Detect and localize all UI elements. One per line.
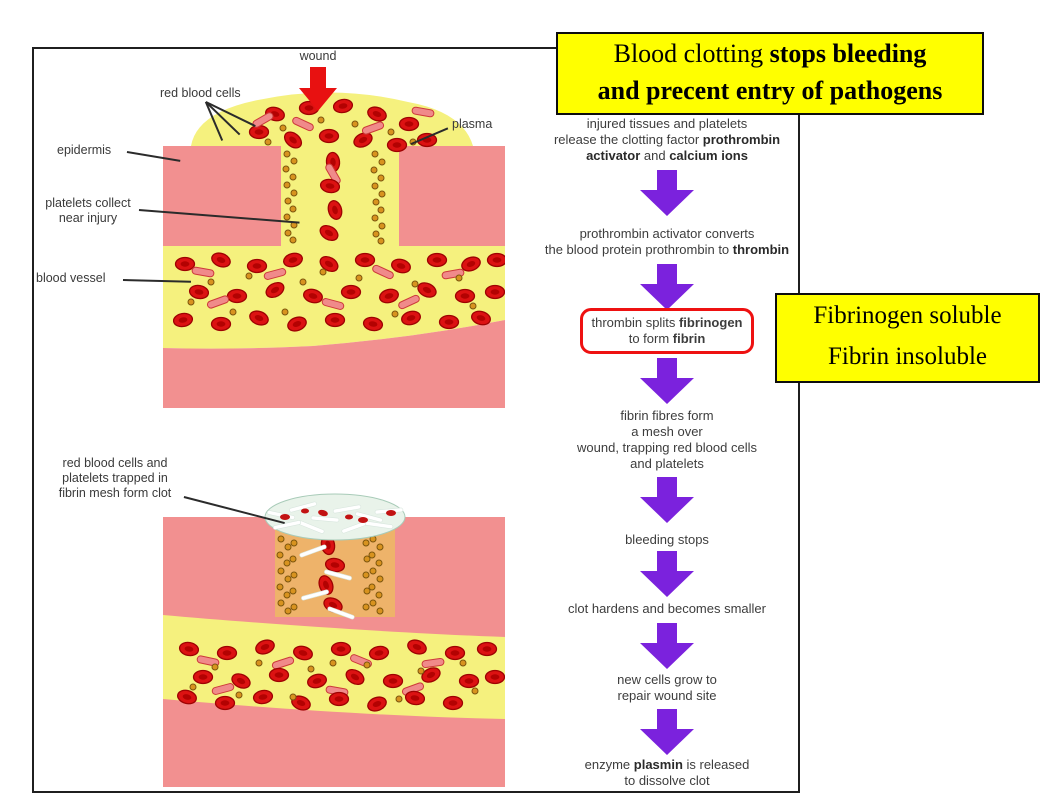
flow-arrow-icon: [640, 264, 694, 310]
flow-arrow-icon: [640, 623, 694, 669]
lower-tissue: [163, 320, 505, 408]
flow-arrow-icon: [640, 477, 694, 523]
red-blood-cells-label: red blood cells: [160, 86, 241, 100]
epidermis-tissue: [163, 146, 505, 246]
flow-arrow-icon: [640, 170, 694, 216]
flow-arrow-icon: [640, 709, 694, 755]
flow-step-bleeding-stops: bleeding stops: [625, 532, 709, 547]
clot-illustration: [163, 493, 505, 787]
wound-arrow-icon: [299, 67, 337, 111]
fibrin-mesh: [264, 493, 406, 541]
blood-vessel-region: [163, 246, 505, 349]
blood-vessel-label: blood vessel: [36, 271, 106, 285]
epidermis-label: epidermis: [57, 143, 112, 157]
top-wound-illustration: [163, 92, 505, 408]
flow-arrow-icon: [640, 551, 694, 597]
flow-arrow-icon: [640, 358, 694, 404]
flow-step-clot-hardens: clot hardens and becomes smaller: [568, 601, 766, 616]
wound-label: wound: [299, 49, 337, 63]
plasma-label: plasma: [452, 117, 493, 131]
